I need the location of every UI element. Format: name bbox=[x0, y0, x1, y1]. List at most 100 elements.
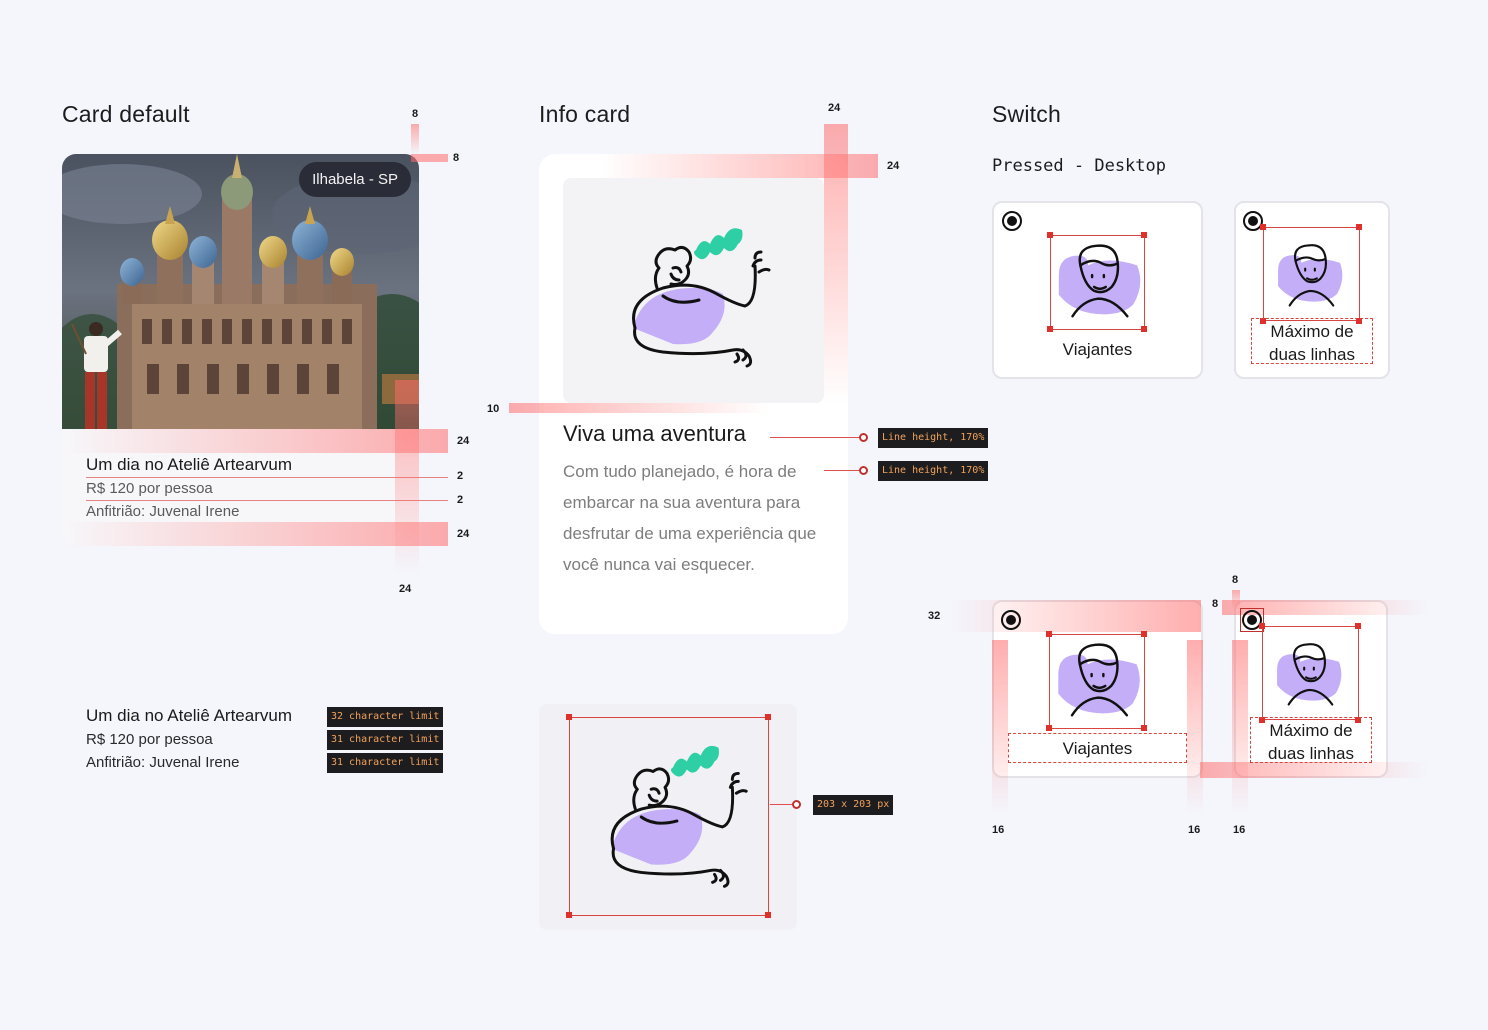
radio-selected-icon[interactable] bbox=[1243, 211, 1263, 231]
corner-handle bbox=[1259, 623, 1265, 629]
spacing-top-bar bbox=[411, 124, 419, 154]
spacing-bottom-bar bbox=[62, 522, 448, 546]
corner-handle bbox=[1141, 725, 1147, 731]
switch-label-viajantes: Viajantes bbox=[1062, 340, 1133, 359]
info-spacing-right-bar bbox=[824, 124, 848, 404]
title-line-height-tag: Line height, 170% bbox=[878, 428, 989, 448]
experience-card[interactable]: Ilhabela - SP Um dia no Ateliê Artearvum… bbox=[62, 154, 419, 546]
switch-label-viajantes-spacing: Viajantes bbox=[1008, 733, 1187, 763]
corner-handle bbox=[1141, 326, 1147, 332]
corner-handle bbox=[1259, 717, 1265, 723]
corner-handle bbox=[1356, 224, 1362, 230]
switch-spacing-left-label: 32 bbox=[928, 610, 941, 622]
corner-handle bbox=[1141, 232, 1147, 238]
radio-selected-icon[interactable] bbox=[1002, 211, 1022, 231]
card-host: Anfitrião: Juvenal Irene bbox=[86, 503, 240, 520]
switch-spacing-bottom1-bar bbox=[992, 640, 1008, 815]
card-title: Um dia no Ateliê Artearvum bbox=[86, 455, 292, 474]
switch-spacing-bottom3-bar bbox=[1232, 640, 1248, 815]
size-tag: 203 x 203 px bbox=[813, 795, 894, 815]
limit-title-text: Um dia no Ateliê Artearvum bbox=[86, 706, 292, 725]
traveler-icon bbox=[1058, 643, 1140, 717]
spacing-top-label: 8 bbox=[412, 108, 419, 120]
avatar-bounding-box bbox=[1263, 227, 1360, 321]
avatar-bounding-box bbox=[1050, 235, 1145, 330]
adventure-illustration-spec bbox=[610, 745, 748, 888]
spacing-side-bar bbox=[395, 380, 419, 575]
switch-state-label: Pressed - Desktop bbox=[992, 156, 1166, 176]
gap-line-2 bbox=[86, 500, 448, 501]
info-spacing-right-label: 24 bbox=[828, 102, 841, 114]
traveler-icon bbox=[1278, 244, 1343, 307]
spacing-side-label: 24 bbox=[399, 583, 412, 595]
gap-line-1 bbox=[86, 477, 448, 478]
spacing-gap2-label: 2 bbox=[457, 494, 464, 506]
title-limit-tag: 32 character limit bbox=[327, 707, 444, 727]
info-image-gap-bar bbox=[509, 403, 769, 413]
spacing-after-image-label: 24 bbox=[457, 435, 470, 447]
corner-handle bbox=[765, 912, 771, 918]
corner-handle bbox=[1260, 318, 1266, 324]
body-annotation-dot bbox=[859, 466, 868, 475]
body-line-height-tag: Line height, 170% bbox=[878, 461, 989, 481]
corner-handle bbox=[1141, 631, 1147, 637]
spacing-gap1-label: 2 bbox=[457, 470, 464, 482]
traveler-icon bbox=[1277, 643, 1342, 706]
switch-label-two-lines-spacing: Máximo de duas linhas bbox=[1250, 717, 1372, 763]
spacing-bottom-label: 24 bbox=[457, 528, 470, 540]
info-card-heading: Viva uma aventura bbox=[563, 421, 747, 446]
corner-handle bbox=[1046, 631, 1052, 637]
info-image-gap-label: 10 bbox=[487, 403, 500, 415]
switch-spacing-bottom1-label: 16 bbox=[992, 824, 1005, 836]
switch-spacing-top-bar bbox=[1222, 600, 1428, 615]
size-annotation-dot bbox=[792, 800, 801, 809]
spacing-after-image-bar bbox=[62, 429, 448, 453]
corner-handle bbox=[566, 714, 572, 720]
price-limit-tag: 31 character limit bbox=[327, 730, 444, 750]
avatar-bounding-box bbox=[1049, 634, 1145, 729]
title-annotation-dot bbox=[859, 433, 868, 442]
radio-bounding-box bbox=[1240, 608, 1264, 632]
corner-handle bbox=[1046, 725, 1052, 731]
switch-spacing-bottom2-label: 16 bbox=[1188, 824, 1201, 836]
corner-handle bbox=[1047, 326, 1053, 332]
radio-selected-icon[interactable] bbox=[1001, 610, 1021, 630]
corner-handle bbox=[765, 714, 771, 720]
radio-selected-icon[interactable] bbox=[1242, 610, 1262, 630]
switch-label-two-lines: Máximo de duas linhas bbox=[1251, 318, 1373, 364]
switch-title: Switch bbox=[992, 101, 1061, 127]
corner-handle bbox=[1355, 717, 1361, 723]
location-badge: Ilhabela - SP bbox=[299, 162, 411, 197]
host-limit-tag: 31 character limit bbox=[327, 753, 444, 773]
card-price: R$ 120 por pessoa bbox=[86, 480, 213, 497]
corner-handle bbox=[1356, 318, 1362, 324]
info-card-image bbox=[563, 178, 824, 403]
adventure-illustration bbox=[632, 228, 771, 368]
card-default-title: Card default bbox=[62, 101, 190, 127]
info-card-body: Com tudo planejado, é hora de embarcar n… bbox=[563, 462, 817, 574]
info-spacing-top-label: 24 bbox=[887, 160, 900, 172]
corner-handle bbox=[1260, 224, 1266, 230]
spacing-right-label: 8 bbox=[453, 152, 460, 164]
info-card-title: Info card bbox=[539, 101, 631, 127]
traveler-icon bbox=[1058, 244, 1141, 318]
switch-spacing-top-v-bar bbox=[1232, 590, 1240, 610]
illustration-bounding-box bbox=[569, 717, 769, 916]
corner-handle bbox=[1047, 232, 1053, 238]
corner-handle bbox=[1355, 623, 1361, 629]
limit-price-text: R$ 120 por pessoa bbox=[86, 731, 213, 748]
switch-spacing-bottom2-bar bbox=[1187, 640, 1203, 815]
body-annotation-line bbox=[824, 470, 860, 471]
corner-handle bbox=[566, 912, 572, 918]
switch-spacing-top-a-label: 8 bbox=[1232, 574, 1239, 586]
switch-spacing-top-b-label: 8 bbox=[1212, 598, 1219, 610]
switch-spacing-bottom3-label: 16 bbox=[1233, 824, 1246, 836]
avatar-bounding-box bbox=[1262, 626, 1359, 720]
switch-spacing-bottom-bar bbox=[1200, 762, 1428, 778]
title-annotation-line bbox=[770, 437, 860, 438]
size-annotation-line bbox=[770, 804, 794, 805]
limit-host-text: Anfitrião: Juvenal Irene bbox=[86, 754, 240, 771]
info-card[interactable]: Viva uma aventura Com tudo planejado, é … bbox=[539, 154, 848, 634]
switch-spacing-left-bar bbox=[951, 600, 1201, 632]
spacing-right-bar bbox=[411, 154, 448, 162]
